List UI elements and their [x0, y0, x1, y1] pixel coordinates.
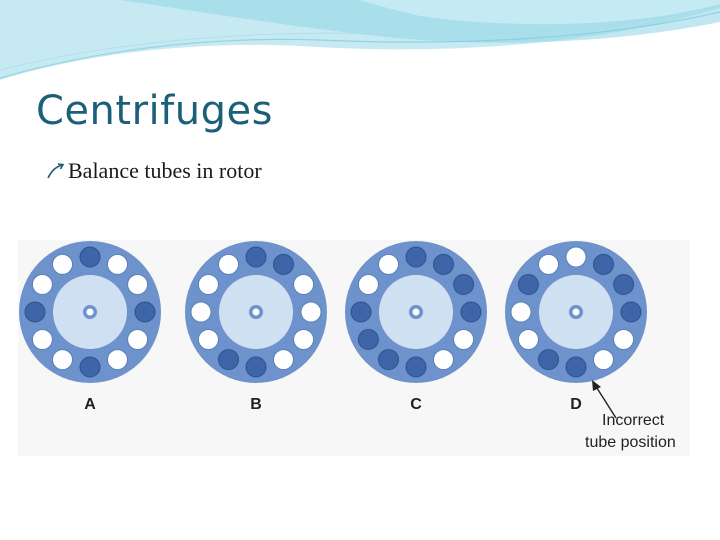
tube-empty: [357, 274, 379, 295]
tube-filled: [593, 253, 614, 275]
tube-filled: [357, 329, 379, 350]
tube-empty: [453, 329, 475, 350]
rotor-spindle-hole: [412, 308, 420, 316]
rotor-label-b: B: [250, 396, 262, 413]
rotor-label-d: D: [570, 396, 582, 413]
tube-filled: [79, 356, 101, 378]
rotor-c: [345, 241, 487, 383]
tube-empty: [190, 301, 212, 323]
bullet-text: Balance tubes in rotor: [68, 158, 262, 183]
tube-empty: [510, 301, 532, 323]
tube-empty: [565, 246, 587, 268]
tube-filled: [517, 274, 539, 295]
annotation-arrow: [594, 384, 617, 419]
tube-empty: [517, 329, 539, 350]
tube-empty: [127, 274, 149, 295]
rotor-diagram: [19, 241, 647, 419]
tube-empty: [52, 349, 73, 371]
tube-empty: [127, 329, 149, 350]
tube-empty: [107, 349, 128, 371]
tube-filled: [245, 246, 267, 268]
rotor-spindle-hole: [572, 308, 580, 316]
tube-filled: [378, 349, 399, 371]
tube-filled: [405, 246, 427, 268]
tube-empty: [218, 253, 239, 275]
rotor-b: [185, 241, 327, 383]
tube-filled: [565, 356, 587, 378]
tube-filled: [538, 349, 559, 371]
tube-filled: [453, 274, 475, 295]
tube-empty: [107, 253, 128, 275]
tube-filled: [613, 274, 635, 295]
rotor-spindle-hole: [86, 308, 94, 316]
tube-filled: [245, 356, 267, 378]
tube-empty: [31, 274, 53, 295]
annotation-line-2: tube position: [585, 434, 676, 451]
tube-filled: [218, 349, 239, 371]
slide-title: Centrifuges: [36, 88, 273, 134]
tube-filled: [350, 301, 372, 323]
rotor-balance-figure: A B C D Incorrect tube position: [18, 240, 690, 456]
tube-empty: [613, 329, 635, 350]
tube-empty: [593, 349, 614, 371]
tube-filled: [79, 246, 101, 268]
tube-empty: [31, 329, 53, 350]
tube-empty: [300, 301, 322, 323]
tube-empty: [293, 274, 315, 295]
annotation-line-1: Incorrect: [602, 412, 665, 429]
tube-empty: [378, 253, 399, 275]
rotor-label-c: C: [410, 396, 422, 413]
tube-empty: [197, 329, 219, 350]
tube-empty: [197, 274, 219, 295]
bullet-arrow-icon: [47, 163, 65, 179]
tube-filled: [620, 301, 642, 323]
header-wave-decoration: [0, 0, 720, 80]
tube-empty: [52, 253, 73, 275]
tube-filled: [405, 356, 427, 378]
tube-filled: [24, 301, 46, 323]
tube-filled: [460, 301, 482, 323]
tube-empty: [538, 253, 559, 275]
rotor-d: [505, 241, 647, 383]
annotation-arrowhead-icon: [592, 380, 601, 391]
rotor-a: [19, 241, 161, 383]
tube-empty: [273, 349, 294, 371]
tube-empty: [433, 349, 454, 371]
tube-filled: [433, 253, 454, 275]
bullet-item: Balance tubes in rotor: [44, 158, 262, 184]
rotor-label-a: A: [84, 396, 96, 413]
tube-filled: [273, 253, 294, 275]
rotor-spindle-hole: [252, 308, 260, 316]
tube-filled: [134, 301, 156, 323]
tube-empty: [293, 329, 315, 350]
